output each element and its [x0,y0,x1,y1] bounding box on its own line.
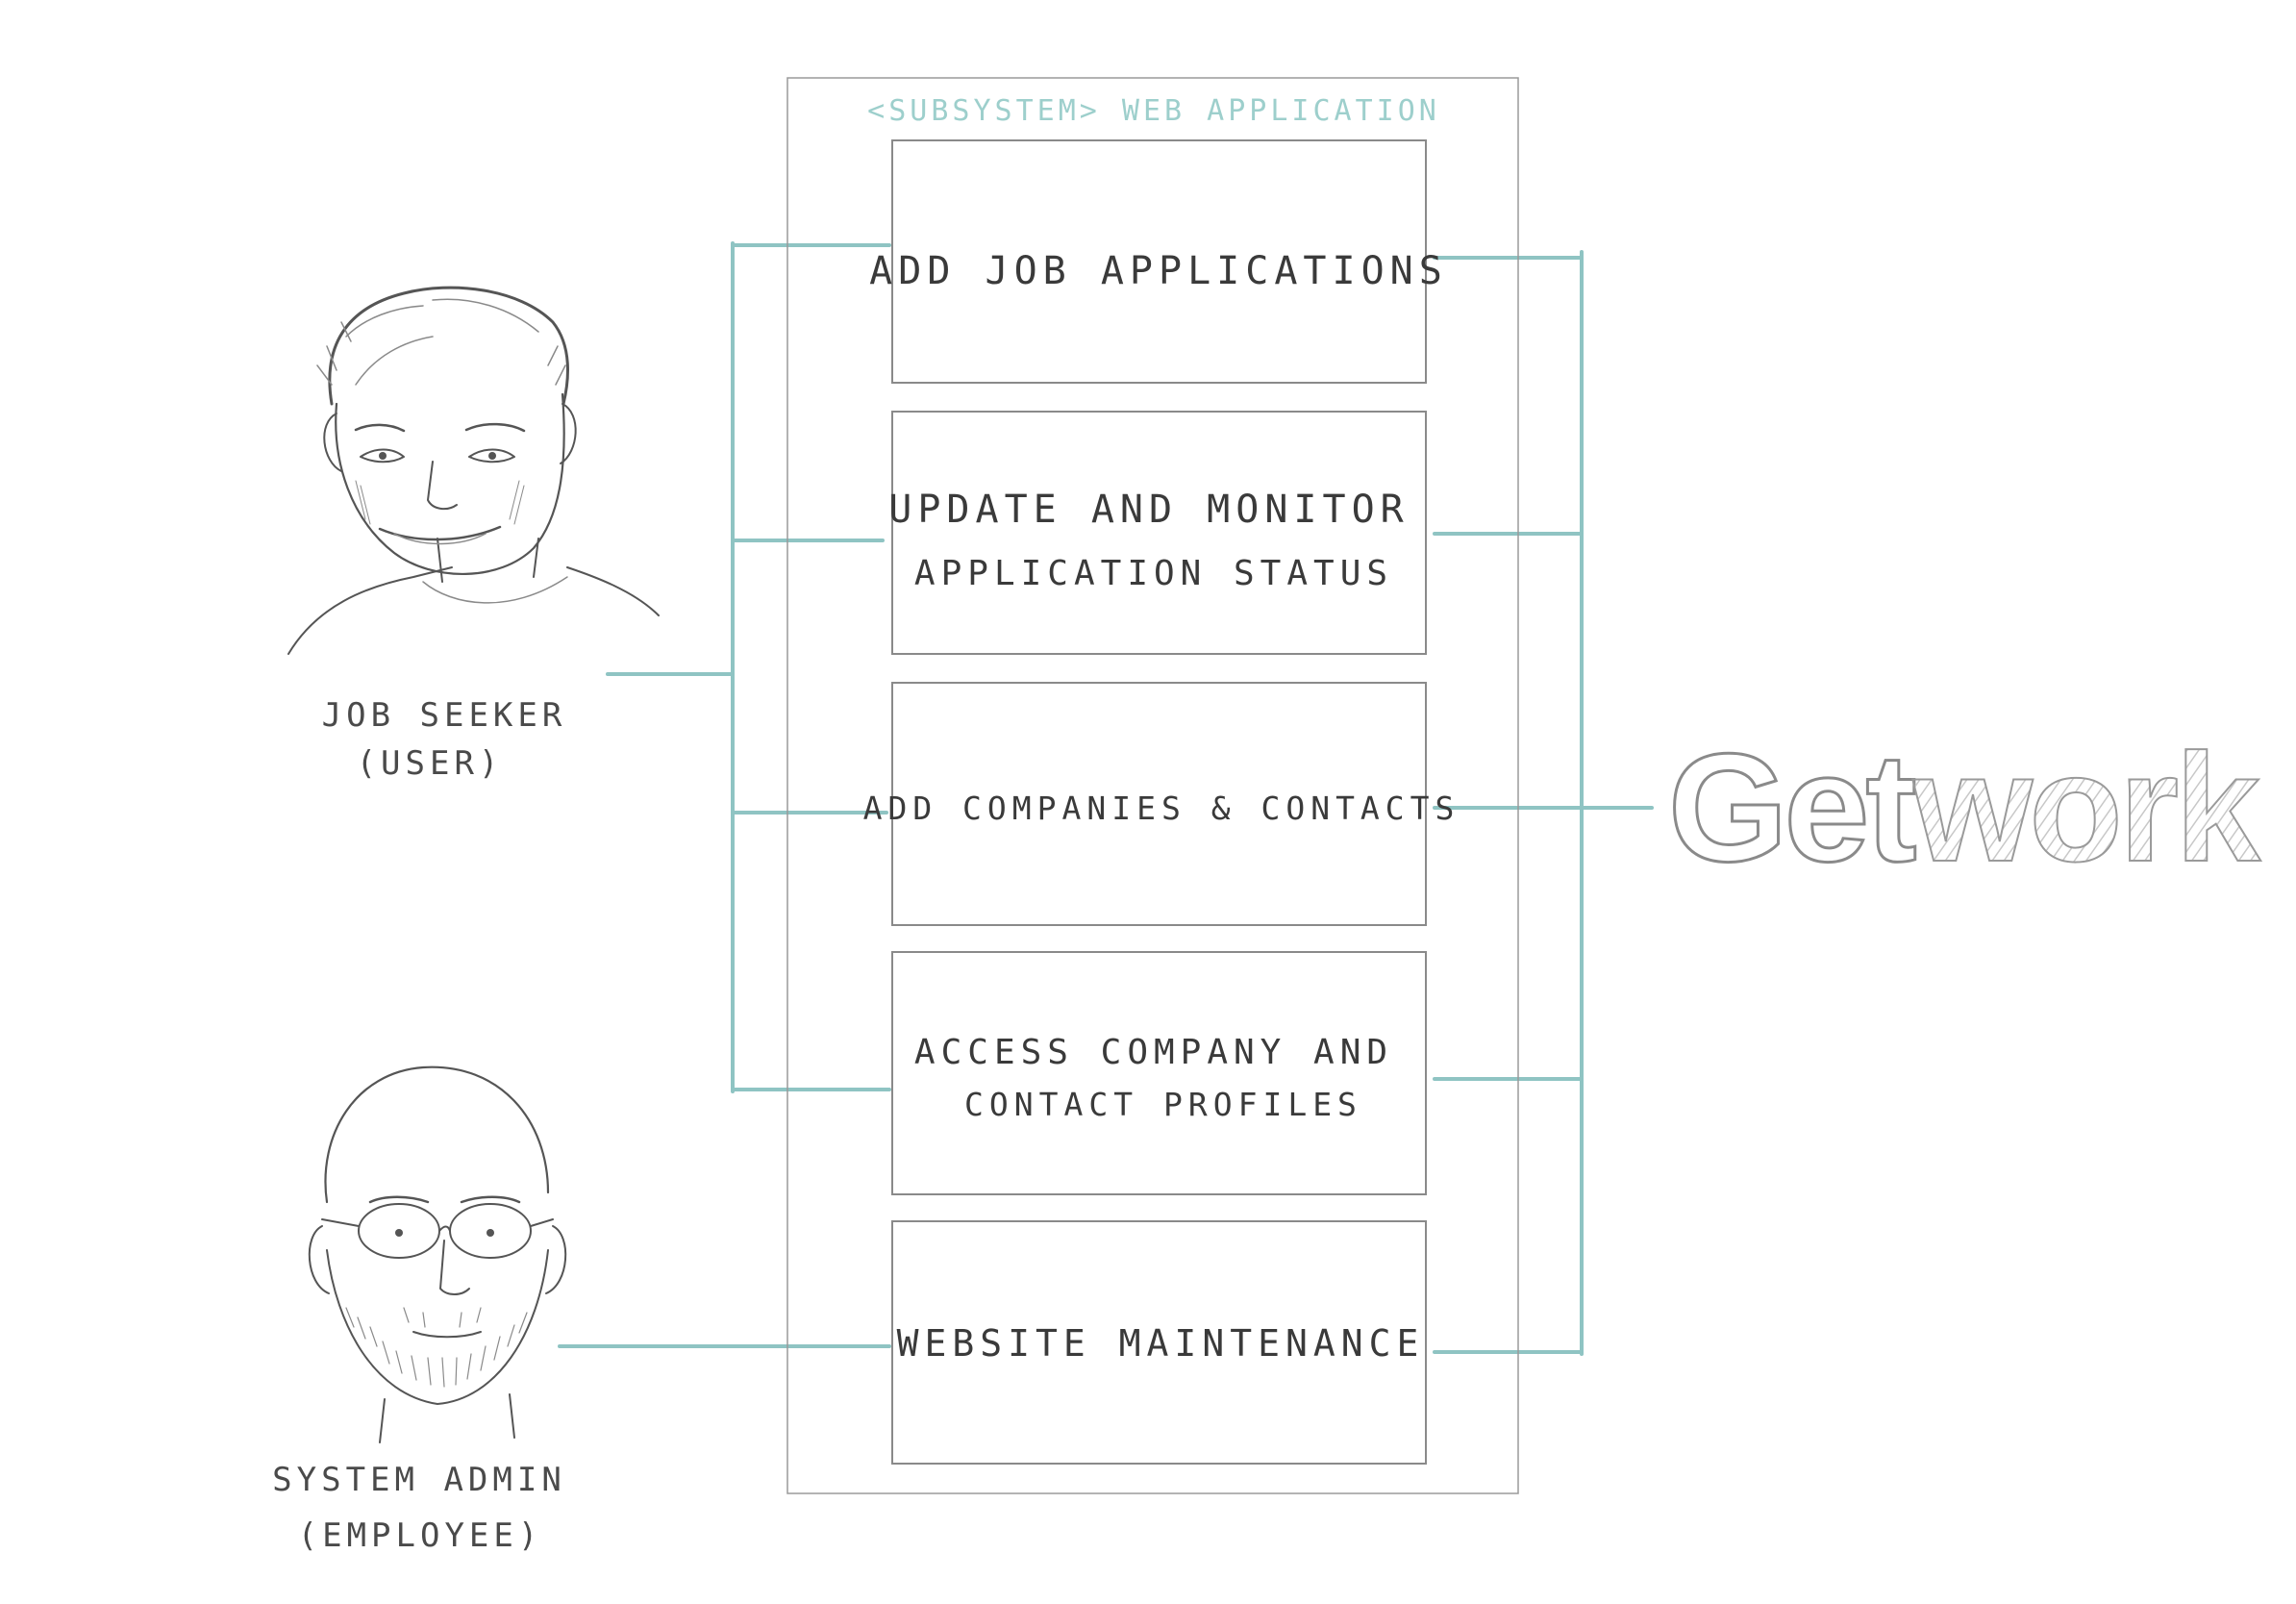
use-case-add-job-applications: ADD JOB APPLICATIONS [869,139,1448,384]
job-seeker-portrait-icon [287,286,660,655]
use-case-label-line1: UPDATE AND MONITOR [888,488,1409,532]
job-seeker-actor: JOB SEEKER (USER) [287,286,660,783]
logo-part-get: Getwork [1668,721,2261,893]
use-case-label-line2: CONTACT PROFILES [964,1086,1362,1123]
connectors [558,241,1654,1356]
use-case-label-line1: ADD JOB APPLICATIONS [869,249,1448,293]
use-case-label-line1: WEBSITE MAINTENANCE [897,1322,1425,1365]
subsystem-boundary: <SUBSYSTEM> WEB APPLICATION [786,77,1519,1494]
use-case-website-maintenance: WEBSITE MAINTENANCE [891,1220,1427,1465]
job-seeker-label: JOB SEEKER [322,696,567,735]
getwork-logo: Getwork [1667,720,2267,895]
use-case-label-line1: ACCESS COMPANY AND [914,1033,1393,1072]
use-case-label-line1: ADD COMPANIES & CONTACTS [863,789,1460,827]
system-admin-label: SYSTEM ADMIN [272,1461,566,1499]
use-case-add-companies-contacts: ADD COMPANIES & CONTACTS [863,682,1460,926]
system-admin-actor: SYSTEM ADMIN (EMPLOYEE) [272,1065,567,1555]
system-admin-role-label: (EMPLOYEE) [298,1516,543,1555]
subsystem-label: <SUBSYSTEM> WEB APPLICATION [867,94,1440,128]
use-case-update-monitor-status: UPDATE AND MONITOR APPLICATION STATUS [888,411,1427,655]
system-admin-portrait-icon [308,1065,567,1443]
logo-get-text: Get [1668,721,1915,893]
job-seeker-role-label: (USER) [357,744,504,783]
logo-work-text: work [1912,721,2261,893]
use-case-label-line2: APPLICATION STATUS [914,554,1393,593]
use-case-access-profiles: ACCESS COMPANY AND CONTACT PROFILES [891,951,1427,1195]
